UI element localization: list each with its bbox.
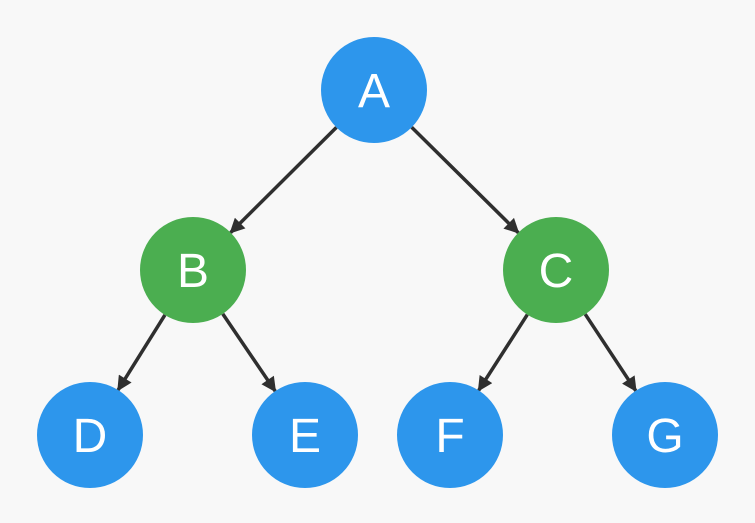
node-circle-F[interactable] bbox=[397, 382, 503, 488]
node-circle-A[interactable] bbox=[321, 37, 427, 143]
tree-node-E[interactable]: E bbox=[252, 382, 358, 488]
tree-node-A[interactable]: A bbox=[321, 37, 427, 143]
node-circle-G[interactable] bbox=[612, 382, 718, 488]
edge-B-E bbox=[221, 312, 277, 393]
tree-node-F[interactable]: F bbox=[397, 382, 503, 488]
tree-node-C[interactable]: C bbox=[503, 217, 609, 323]
node-circle-D[interactable] bbox=[37, 382, 143, 488]
tree-node-B[interactable]: B bbox=[140, 217, 246, 323]
edge-B-D bbox=[116, 314, 167, 392]
tree-node-D[interactable]: D bbox=[37, 382, 143, 488]
edges-layer bbox=[116, 126, 638, 393]
edge-C-G bbox=[583, 313, 638, 393]
edge-A-C bbox=[410, 126, 520, 234]
edge-A-B bbox=[229, 126, 338, 234]
node-circle-E[interactable] bbox=[252, 382, 358, 488]
node-circle-C[interactable] bbox=[503, 217, 609, 323]
edge-C-F bbox=[477, 313, 529, 392]
tree-node-G[interactable]: G bbox=[612, 382, 718, 488]
node-circle-B[interactable] bbox=[140, 217, 246, 323]
